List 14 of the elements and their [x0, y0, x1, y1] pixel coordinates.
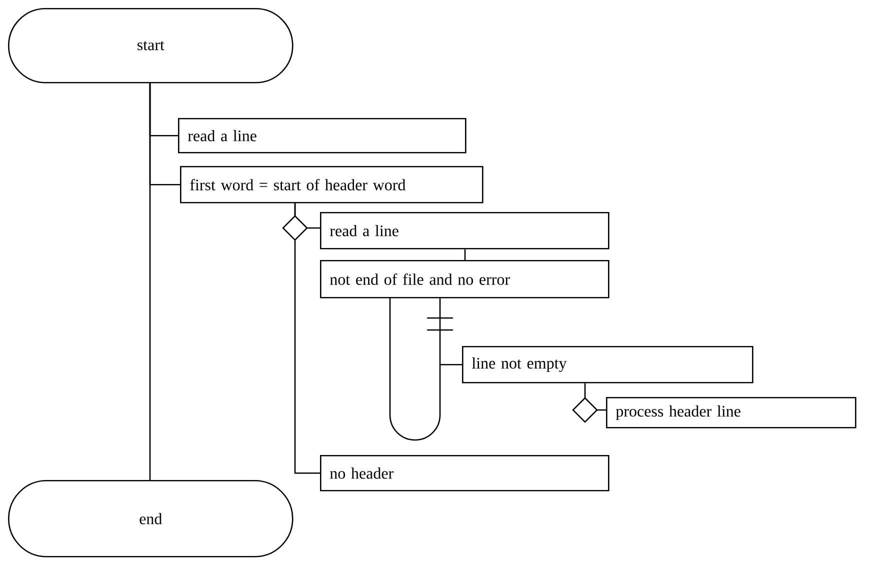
connector-line	[294, 203, 320, 474]
connector-line	[584, 383, 606, 411]
process-box: process header line	[606, 397, 856, 428]
terminal-box: end	[8, 480, 294, 558]
connector-line	[149, 83, 180, 186]
process-box: read a line	[320, 212, 610, 250]
process-box: line not empty	[462, 346, 754, 384]
process-box: not end of file and no error	[320, 260, 610, 298]
process-box: read a line	[178, 118, 466, 154]
terminal-box: start	[8, 8, 294, 84]
connector-line	[439, 298, 462, 366]
process-box: no header	[320, 455, 610, 492]
connector-line	[464, 249, 466, 260]
process-box: first word = start of header word	[180, 166, 484, 204]
